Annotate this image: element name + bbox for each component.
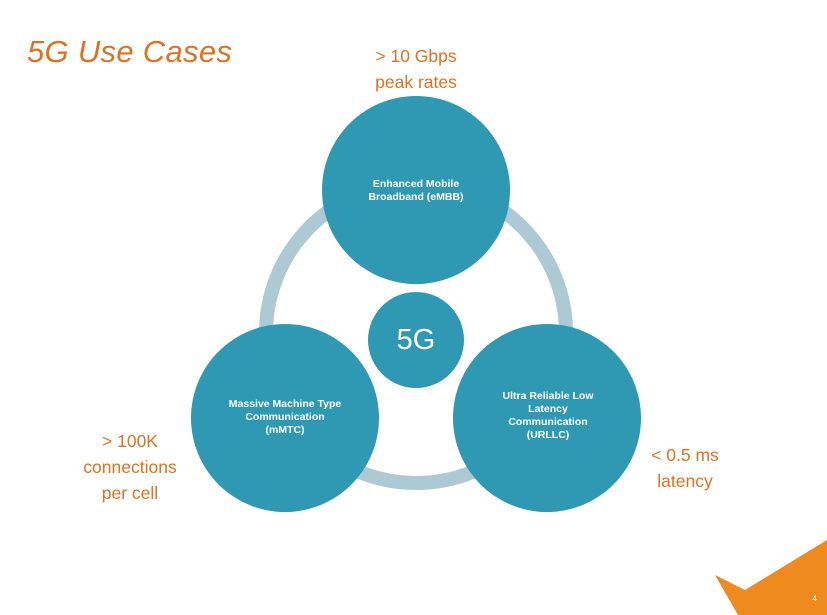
- embb-note: > 10 Gbps peak rates: [336, 43, 496, 95]
- urllc-note-line: latency: [657, 471, 713, 491]
- urllc-label-line: Latency: [528, 403, 568, 415]
- embb-note-line: > 10 Gbps: [375, 46, 457, 66]
- center-5g-circle: [368, 292, 464, 388]
- mmtc-label-line: Communication: [245, 411, 325, 423]
- slide-title: 5G Use Cases: [27, 34, 233, 69]
- mmtc-note-line: per cell: [101, 483, 159, 503]
- urllc-note-line: < 0.5 ms: [651, 445, 719, 465]
- mmtc-circle: [191, 324, 379, 512]
- embb-label: Enhanced Mobile Broadband (eMBB): [336, 178, 496, 204]
- urllc-circle: [453, 324, 641, 512]
- mmtc-label-line: Massive Machine Type: [228, 398, 342, 410]
- urllc-label-line: (URLLC): [526, 429, 570, 441]
- mmtc-note-line: > 100K: [102, 431, 158, 451]
- corner-decoration: [715, 540, 827, 615]
- urllc-note: < 0.5 ms latency: [620, 442, 750, 494]
- embb-note-line: peak rates: [375, 72, 457, 92]
- mmtc-label-line: (mMTC): [265, 424, 305, 436]
- urllc-label: Ultra Reliable Low Latency Communication…: [478, 390, 618, 442]
- urllc-label-line: Ultra Reliable Low: [502, 390, 594, 402]
- mmtc-note-line: connections: [83, 457, 177, 477]
- mmtc-note: > 100K connections per cell: [60, 428, 200, 506]
- center-5g-label: 5G: [396, 324, 436, 356]
- embb-label-line: Broadband (eMBB): [368, 191, 464, 203]
- urllc-label-line: Communication: [508, 416, 588, 428]
- page-number: 4: [812, 594, 817, 603]
- mmtc-label: Massive Machine Type Communication (mMTC…: [200, 398, 370, 437]
- embb-circle: [322, 96, 510, 284]
- embb-label-line: Enhanced Mobile: [372, 178, 460, 190]
